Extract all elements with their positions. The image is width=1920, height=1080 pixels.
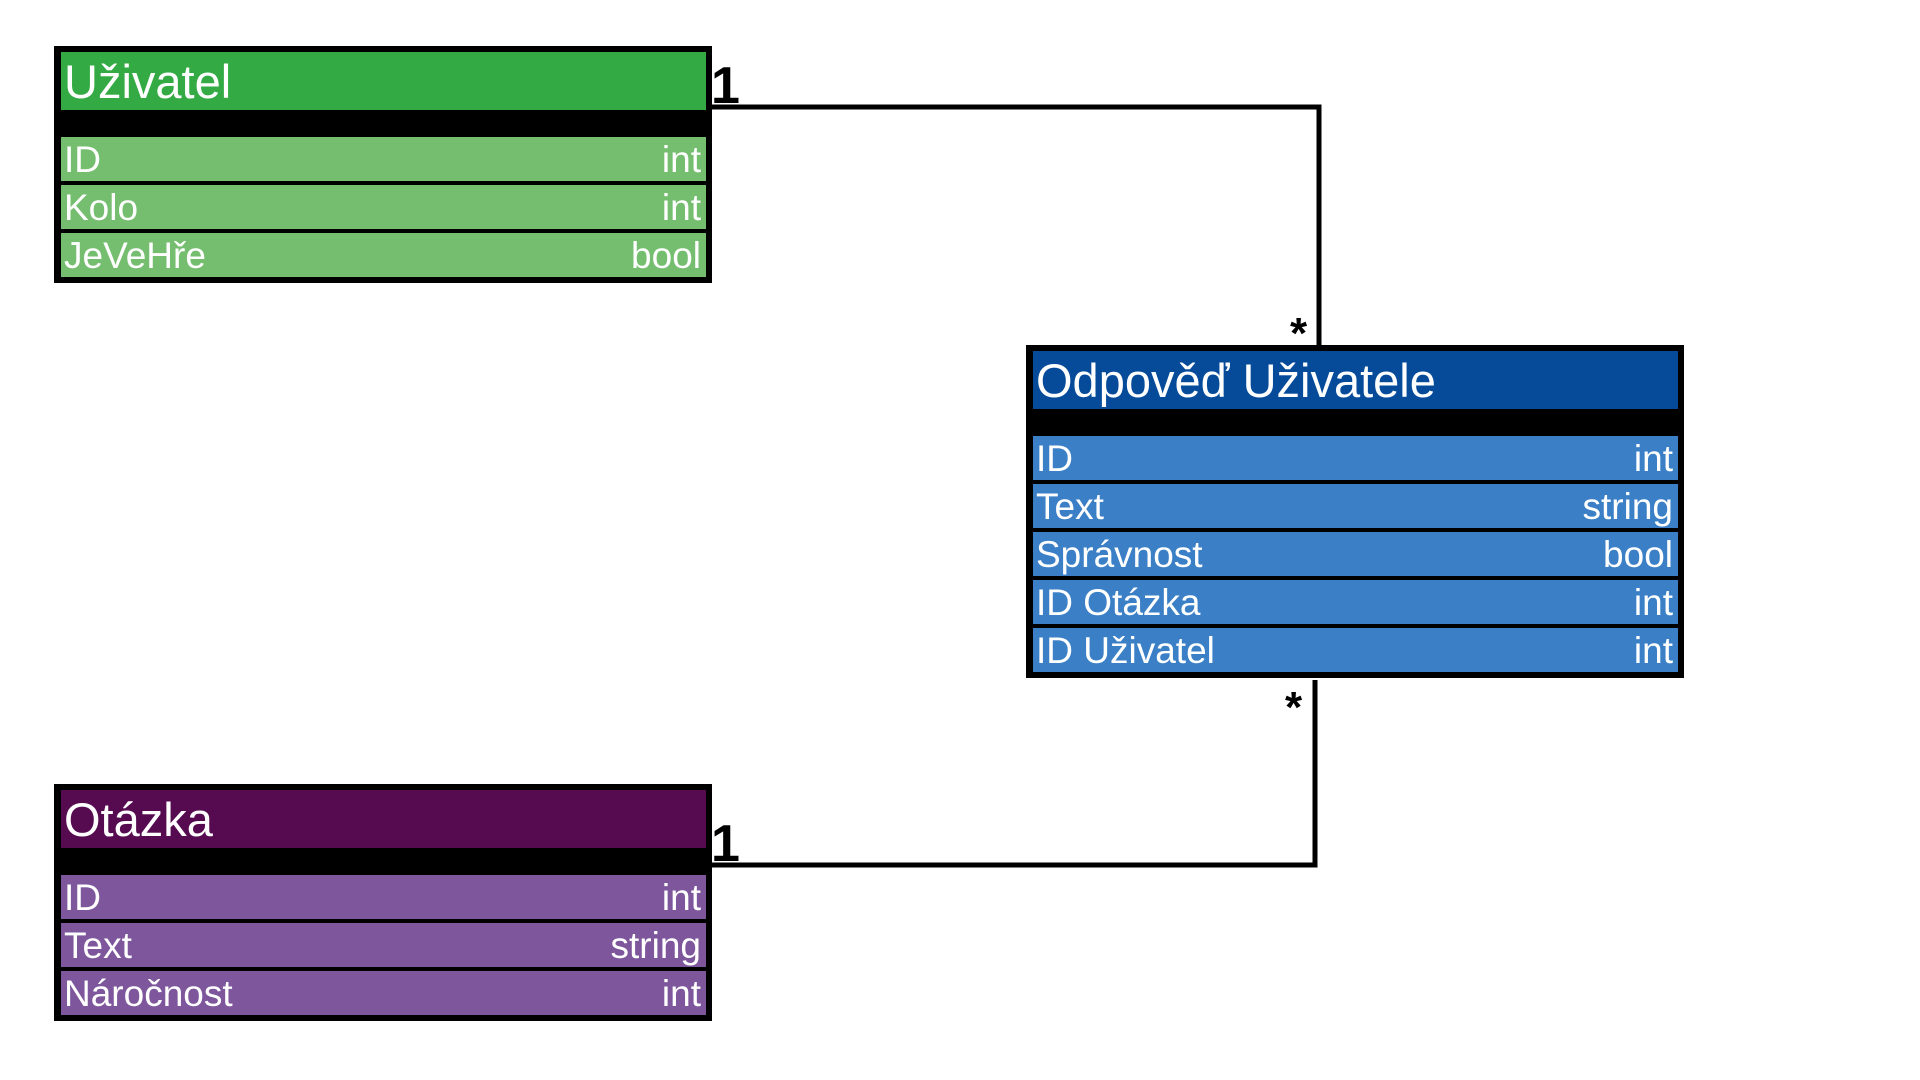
attribute-type: int: [661, 876, 701, 918]
header-separator: [1033, 409, 1678, 436]
connector-uzivatel-odpoved: [712, 104, 1322, 345]
attribute-row: Správnost bool: [1033, 532, 1678, 576]
attribute-name: Správnost: [1036, 533, 1203, 575]
header-separator: [61, 110, 706, 137]
header-separator: [61, 848, 706, 875]
entity-odpoved-uzivatele[interactable]: Odpověď Uživatele ID int Text string Spr…: [1026, 345, 1684, 678]
entity-title: Uživatel: [64, 54, 232, 108]
connector-otazka-odpoved: [712, 680, 1318, 868]
entity-uzivatel-header: Uživatel: [61, 52, 706, 110]
attribute-row: ID int: [1033, 436, 1678, 480]
attribute-name: ID Uživatel: [1036, 629, 1215, 671]
attribute-type: int: [661, 138, 701, 180]
entity-title: Otázka: [64, 792, 213, 846]
attribute-type: int: [661, 972, 701, 1014]
attribute-type: bool: [631, 234, 701, 276]
entity-title: Odpověď Uživatele: [1036, 353, 1436, 407]
attribute-type: bool: [1603, 533, 1673, 575]
attribute-row: ID Otázka int: [1033, 580, 1678, 624]
multiplicity-uzivatel-many: *: [1290, 309, 1308, 358]
entity-otazka-header: Otázka: [61, 790, 706, 848]
attribute-name: ID: [64, 138, 101, 180]
attribute-row: ID int: [61, 875, 706, 919]
attribute-row: ID int: [61, 137, 706, 181]
attribute-row: Náročnost int: [61, 971, 706, 1015]
multiplicity-uzivatel-one: 1: [711, 57, 740, 115]
attribute-type: int: [1633, 581, 1673, 623]
attribute-type: string: [1582, 485, 1673, 527]
attribute-row: Kolo int: [61, 185, 706, 229]
entity-otazka[interactable]: Otázka ID int Text string Náročnost int: [54, 784, 712, 1021]
attribute-row: Text string: [61, 923, 706, 967]
entity-odpoved-header: Odpověď Uživatele: [1033, 351, 1678, 409]
attribute-type: string: [610, 924, 701, 966]
attribute-row: ID Uživatel int: [1033, 628, 1678, 672]
attribute-type: int: [1633, 437, 1673, 479]
multiplicity-otazka-many: *: [1285, 683, 1303, 732]
attribute-name: JeVeHře: [64, 234, 206, 276]
multiplicity-otazka-one: 1: [711, 815, 740, 873]
attribute-type: int: [1633, 629, 1673, 671]
attribute-row: Text string: [1033, 484, 1678, 528]
attribute-name: ID: [64, 876, 101, 918]
attribute-type: int: [661, 186, 701, 228]
attribute-row: JeVeHře bool: [61, 233, 706, 277]
attribute-name: ID Otázka: [1036, 581, 1201, 623]
entity-uzivatel[interactable]: Uživatel ID int Kolo int JeVeHře bool: [54, 46, 712, 283]
attribute-name: Kolo: [64, 186, 139, 228]
attribute-name: Náročnost: [64, 972, 233, 1014]
attribute-name: ID: [1036, 437, 1073, 479]
attribute-name: Text: [1036, 485, 1104, 527]
attribute-name: Text: [64, 924, 132, 966]
